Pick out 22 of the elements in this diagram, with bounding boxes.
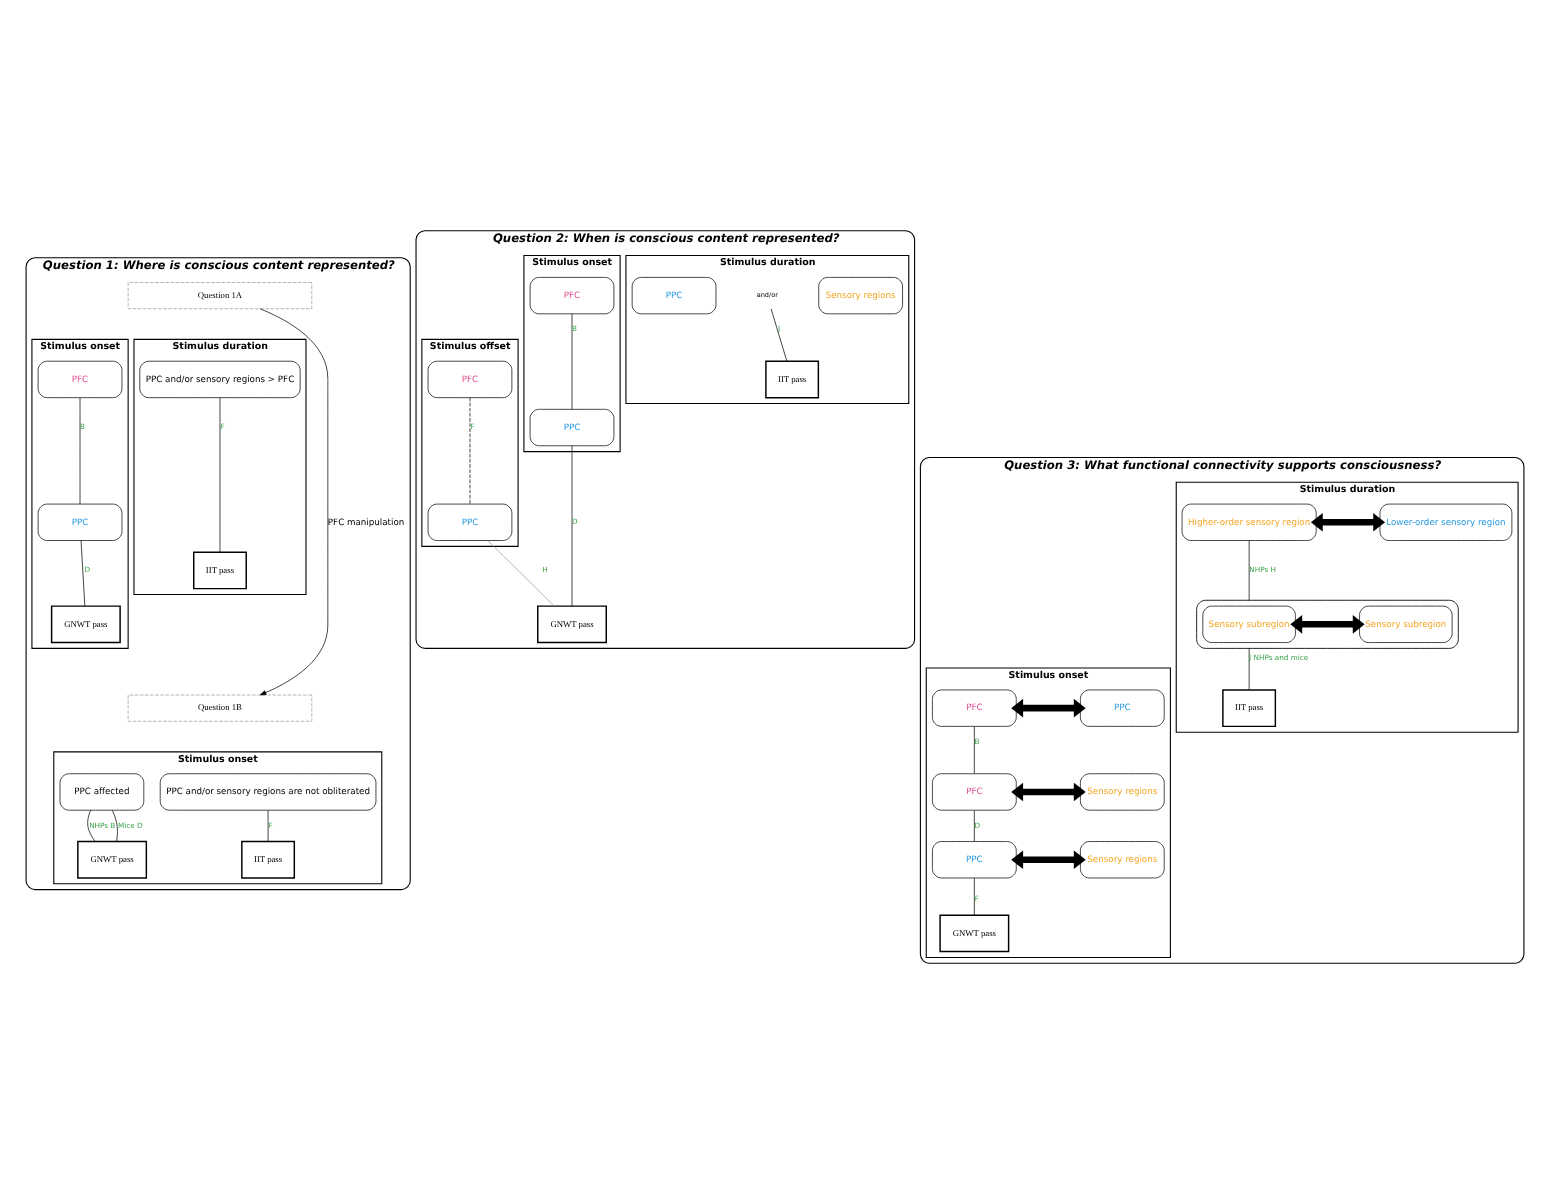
connector	[1248, 647, 1250, 690]
arrow	[1290, 614, 1365, 633]
connector	[487, 539, 555, 606]
arrow	[259, 307, 329, 695]
connector	[112, 809, 118, 841]
connector	[1248, 539, 1250, 600]
cluster	[1196, 598, 1459, 648]
connector	[80, 539, 86, 606]
connector	[87, 808, 96, 841]
connector	[973, 725, 975, 773]
connector	[469, 396, 471, 504]
connector	[79, 396, 81, 504]
connector	[267, 809, 269, 841]
connector	[770, 307, 788, 361]
arrow	[1011, 849, 1086, 869]
connector	[973, 809, 975, 841]
arrow	[1011, 697, 1086, 717]
connector	[219, 396, 221, 552]
arrow	[1011, 781, 1086, 801]
connector	[973, 876, 975, 915]
connector	[571, 444, 573, 606]
arrow	[1310, 511, 1386, 531]
